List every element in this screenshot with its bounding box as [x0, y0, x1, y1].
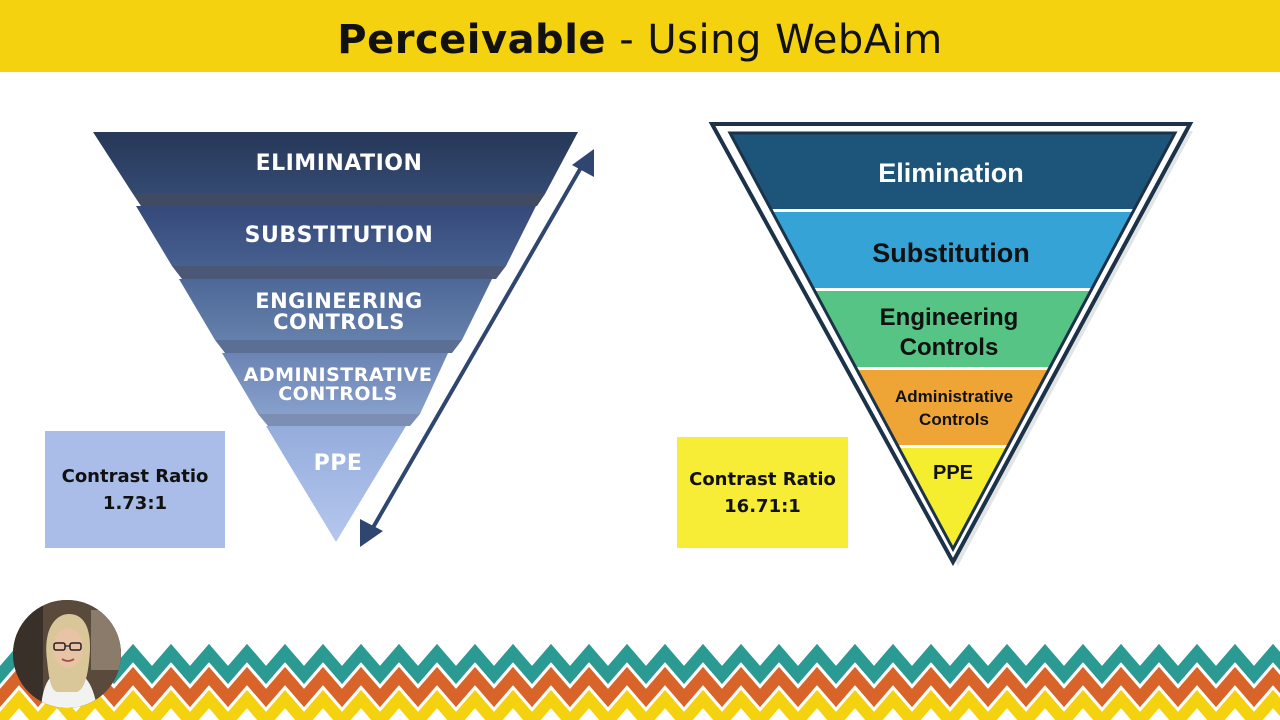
presenter-avatar: [13, 600, 121, 708]
chevron-border: [0, 643, 1280, 720]
slide-title: Perceivable - Using WebAim: [337, 17, 942, 63]
contrast-label-right: Contrast Ratio: [689, 468, 836, 490]
left-label-engineering: ENGINEERING CONTROLS: [255, 289, 423, 334]
right-label-administrative: Administrative Controls: [894, 387, 1014, 429]
right-label-ppe: PPE: [932, 462, 974, 484]
title-bold: Perceivable: [337, 17, 607, 63]
contrast-value-right: 16.71:1: [724, 495, 801, 517]
contrast-label-left: Contrast Ratio: [61, 465, 209, 487]
title-rest: - Using WebAim: [606, 17, 943, 63]
left-label-substitution: SUBSTITUTION: [244, 223, 434, 248]
double-arrow-icon: [360, 149, 594, 547]
left-level-substitution: [136, 206, 536, 266]
left-level-ppe: [266, 426, 406, 542]
left-label-elimination: ELIMINATION: [255, 151, 423, 176]
right-label-engineering: Engineering Controls: [879, 304, 1019, 361]
right-label-substitution: Substitution: [872, 238, 1030, 268]
left-label-ppe: PPE: [313, 451, 363, 476]
left-level-engineering: [179, 279, 492, 340]
left-label-administrative: ADMINISTRATIVE CONTROLS: [243, 364, 433, 405]
contrast-ratio-box-right: Contrast Ratio 16.71:1: [677, 437, 848, 548]
right-level-elimination: [730, 133, 1175, 209]
title-banner: Perceivable - Using WebAim: [0, 0, 1280, 72]
contrast-value-left: 1.73:1: [102, 492, 168, 514]
contrast-ratio-box-left: Contrast Ratio 1.73:1: [45, 431, 225, 548]
left-level-elimination: [93, 132, 578, 194]
right-label-elimination: Elimination: [878, 158, 1024, 188]
left-level-administrative: [222, 353, 448, 414]
